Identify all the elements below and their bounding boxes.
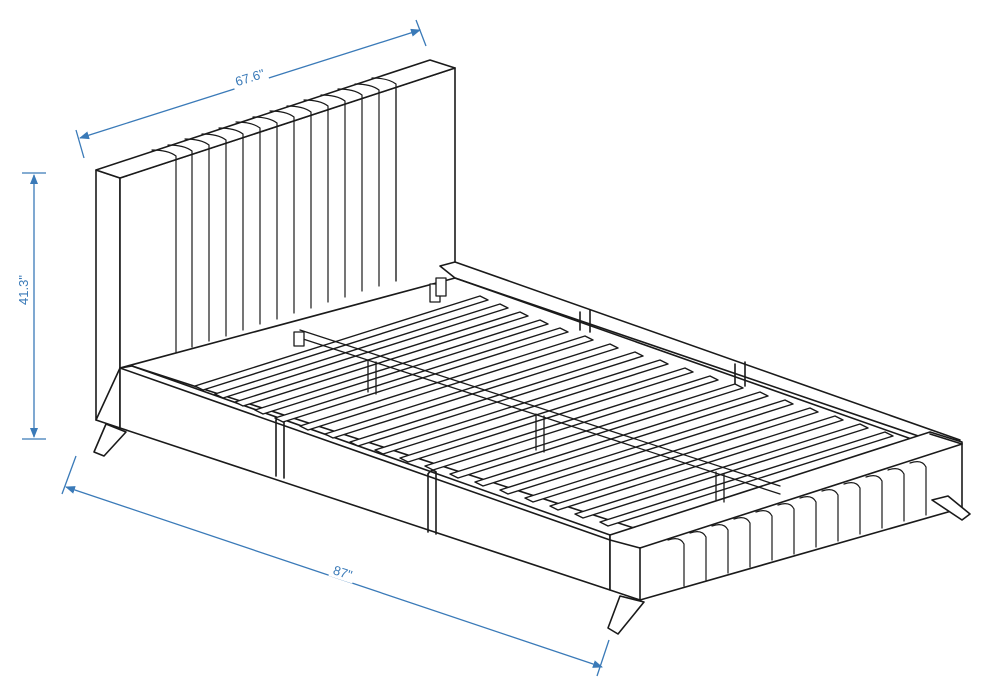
dimension-height [22,172,46,440]
footboard-channels [667,461,927,587]
slats [194,295,894,527]
headboard-channels [151,77,397,353]
leg-front-left [93,423,127,457]
leg-front-right [607,595,645,635]
center-support [293,329,781,503]
leg-back-right [931,495,971,521]
left-rail [119,365,641,591]
headboard-bracket [429,277,447,303]
right-rail [439,261,961,443]
height-dimension-label: 41.3" [16,272,31,308]
